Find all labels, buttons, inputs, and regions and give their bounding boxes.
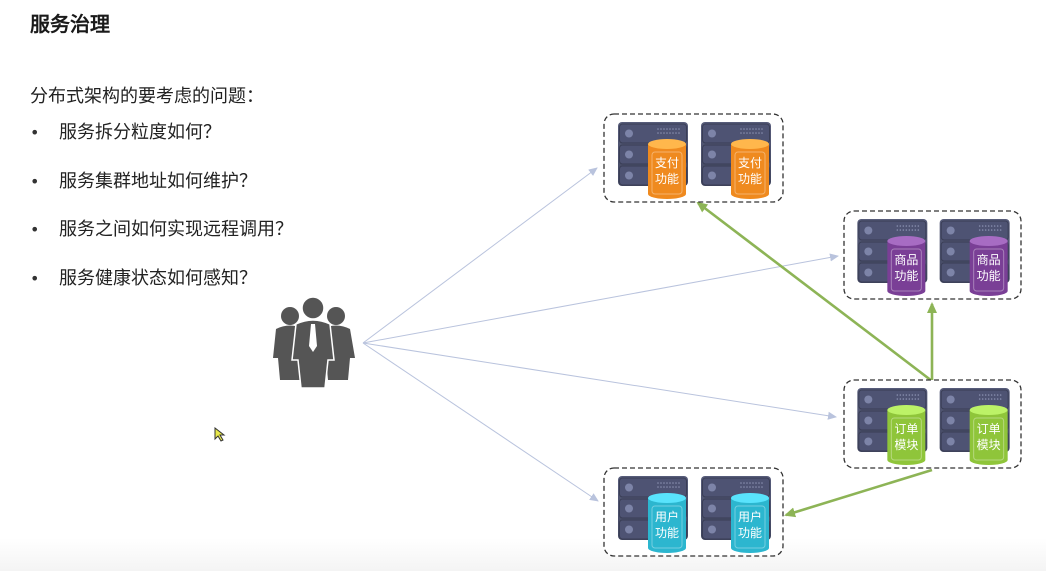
mouse-cursor-icon: [214, 427, 226, 442]
database-cylinder-icon: [648, 498, 686, 553]
service-label-line2: 功能: [655, 172, 679, 186]
database-cylinder-icon: [887, 241, 926, 296]
bullet-icon: •: [30, 268, 40, 288]
database-cylinder-icon: [969, 241, 1008, 296]
service-label-line1: 订单: [894, 422, 918, 436]
service-call-arrow: [696, 201, 933, 383]
bullet-icon: •: [30, 123, 40, 142]
question-text: 服务拆分粒度如何？: [59, 122, 221, 143]
service-label-line1: 订单: [977, 422, 1001, 436]
database-cylinder-icon: [731, 498, 769, 553]
service-label-line2: 模块: [894, 438, 918, 452]
service-call-arrow: [784, 468, 933, 518]
intro-text: 分布式架构的要考虑的问题：: [30, 86, 264, 107]
service-label-line2: 功能: [655, 526, 679, 540]
list-item: • 服务之间如何实现远程调用？: [30, 218, 293, 242]
user-request-arrows: [362, 167, 839, 502]
service-label-line2: 模块: [977, 438, 1001, 452]
service-label-line1: 商品: [977, 252, 1001, 267]
question-text: 服务之间如何实现远程调用？: [59, 219, 293, 240]
database-cylinder-icon: [648, 144, 686, 199]
question-list: • 服务拆分粒度如何？ • 服务集群地址如何维护？ • 服务之间如何实现远程调用？ •…: [30, 121, 293, 315]
service-label-line2: 功能: [738, 526, 762, 540]
database-cylinder-icon: [969, 410, 1008, 465]
service-label-line1: 支付: [738, 156, 762, 170]
list-item: • 服务健康状态如何感知？: [30, 267, 293, 291]
service-label-line2: 功能: [894, 269, 918, 283]
service-label-line1: 商品: [894, 252, 918, 267]
page-title: 服务治理: [30, 12, 110, 36]
bullet-icon: •: [30, 220, 40, 239]
request-arrow: [362, 342, 599, 502]
service-label-line1: 用户: [655, 509, 679, 524]
users-icon: [273, 296, 355, 389]
service-label-line1: 支付: [655, 156, 679, 170]
bullet-icon: •: [30, 171, 40, 191]
list-item: • 服务集群地址如何维护？: [30, 170, 293, 194]
request-arrow: [362, 167, 598, 344]
question-text: 服务健康状态如何感知？: [59, 267, 257, 289]
request-arrow: [362, 253, 839, 344]
service-label-line1: 用户: [738, 509, 762, 524]
database-cylinder-icon: [887, 410, 926, 465]
request-arrow: [362, 342, 837, 420]
bottom-bar: [0, 538, 1046, 571]
service-label-line2: 功能: [977, 269, 1001, 283]
database-cylinder-icon: [731, 144, 769, 199]
list-item: • 服务拆分粒度如何？: [30, 121, 293, 145]
question-text: 服务集群地址如何维护？: [59, 170, 257, 192]
service-label-line2: 功能: [738, 172, 762, 186]
service-call-arrows: [696, 201, 937, 518]
